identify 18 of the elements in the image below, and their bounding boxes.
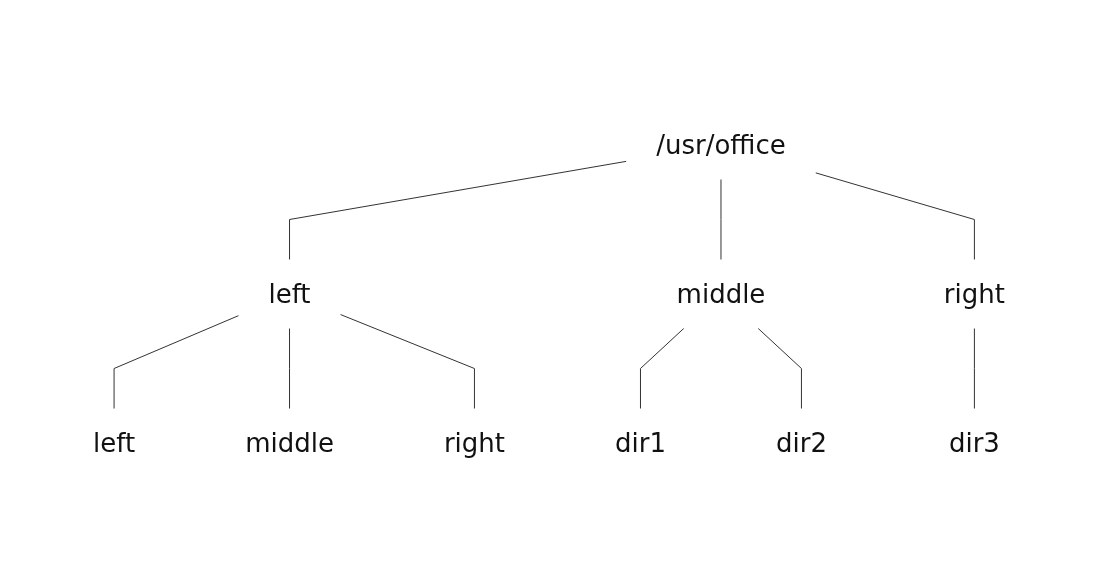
connector	[757, 328, 802, 409]
node-text: left	[268, 278, 311, 309]
node-text: dir2	[775, 427, 827, 458]
connector	[973, 328, 975, 409]
connector	[340, 314, 475, 409]
node-text: middle	[245, 427, 334, 458]
node-text: right	[443, 427, 506, 458]
node-text: dir1	[615, 427, 666, 458]
node-text: dir3	[948, 427, 1000, 458]
connector	[815, 172, 975, 260]
connector	[289, 160, 627, 260]
node-text: /usr/office	[656, 129, 786, 160]
node-text: left	[93, 427, 136, 458]
connector	[113, 315, 239, 409]
connector	[289, 328, 291, 409]
connector	[640, 328, 685, 409]
node-text: middle	[676, 278, 766, 309]
node-text: right	[943, 278, 1005, 309]
